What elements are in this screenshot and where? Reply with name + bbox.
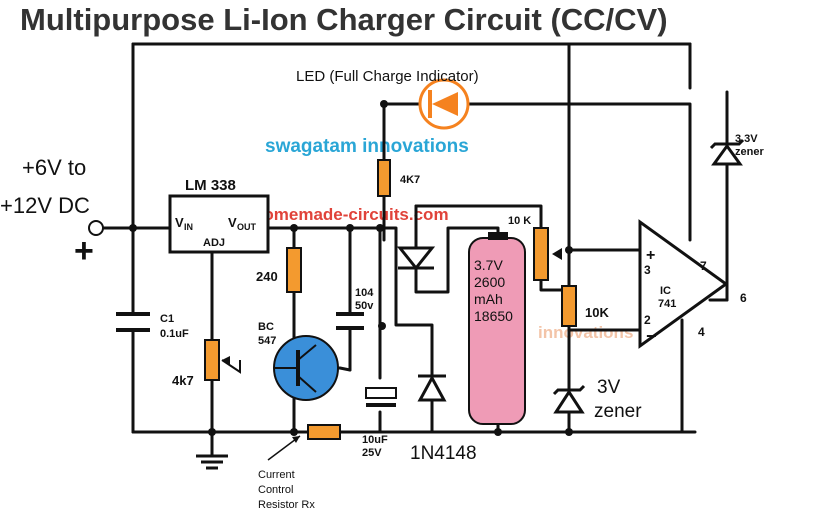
pin4-label: 4 [698,325,705,339]
cap-10uf-label-line1: 10uF [362,434,388,446]
diode-icon [396,246,436,271]
ic-label-line2: 741 [658,298,676,310]
zener-3v-label-line2: zener [594,401,642,422]
opamp-minus: − [646,326,657,346]
wires [102,42,729,457]
capacitor-c1 [116,312,150,332]
resistor-4k7 [377,159,391,197]
diagram-title: Multipurpose Li-Ion Charger Circuit (CC/… [20,2,668,37]
zener-diode-icon [552,384,586,414]
watermark-site: homemade-circuits.com [253,205,449,224]
vout-label: V [228,215,237,230]
pot-4k7-label: 4k7 [172,373,194,388]
watermark-faint: innovations [538,323,633,342]
rx-label-line3: Resistor Rx [258,499,315,511]
pin3-label: 3 [644,263,651,277]
transistor-label-line1: BC [258,321,274,333]
adj-label: ADJ [203,237,225,249]
supply-label-line1: +6V to [22,155,86,180]
battery-label-line3: mAh [474,291,503,307]
c1-label-line2: 0.1uF [160,328,189,340]
npn-transistor-icon [273,335,339,401]
zener-33v-label-line2: zener [735,146,764,158]
resistor-4k7-label: 4K7 [400,174,420,186]
resistor-10k [561,285,577,327]
rx-label-line2: Control [258,484,293,496]
junction-dots [129,100,573,436]
opamp-plus: + [646,247,655,264]
pin6-label: 6 [740,291,747,305]
pin2-label: 2 [644,313,651,327]
led-label: LED (Full Charge Indicator) [296,68,479,85]
resistor-rx [307,424,341,440]
opamp-icon [638,219,729,349]
diode-1n4148-label: 1N4148 [410,443,477,464]
zener-33v-icon [709,138,745,166]
watermark-brand: swagatam innovations [265,136,469,157]
potentiometer-10k [533,227,562,281]
input-terminal [88,220,104,236]
cap-104-label-line1: 104 [355,287,374,299]
capacitor-10uf [365,387,397,407]
regulator-lm338: LM 338 V IN V OUT ADJ [168,177,270,254]
battery-18650 [468,232,526,425]
supply-label-line2: +12V DC [0,193,90,218]
vin-label: V [175,215,184,230]
rx-label-line1: Current [258,469,295,481]
ground-icon [196,454,228,470]
led-diode-icon [418,78,470,130]
potentiometer-4k7 [204,339,241,381]
battery-label-line2: 2600 [474,274,505,290]
transistor-label-line2: 547 [258,335,276,347]
ic-label-line1: IC [660,285,671,297]
capacitor-104 [336,312,364,330]
pot-10k-label: 10 K [508,215,531,227]
battery-label-line4: 18650 [474,308,513,324]
regulator-label: LM 338 [185,177,236,194]
resistor-240-label: 240 [256,269,278,284]
vout-sub-label: OUT [237,222,257,232]
zener-33v-label-line1: 3.3V [735,133,758,145]
c1-label-line1: C1 [160,313,174,325]
pin7-label: 7 [700,259,707,273]
cap-104-label-line2: 50v [355,300,374,312]
zener-3v-label-line1: 3V [597,377,621,398]
cap-10uf-label-line2: 25V [362,447,382,459]
battery-label-line1: 3.7V [474,257,503,273]
resistor-10k-label: 10K [585,305,609,320]
diode-1n4148 [417,360,447,432]
resistor-240 [286,247,302,293]
plus-sign: + [74,232,94,270]
vin-sub-label: IN [184,222,193,232]
